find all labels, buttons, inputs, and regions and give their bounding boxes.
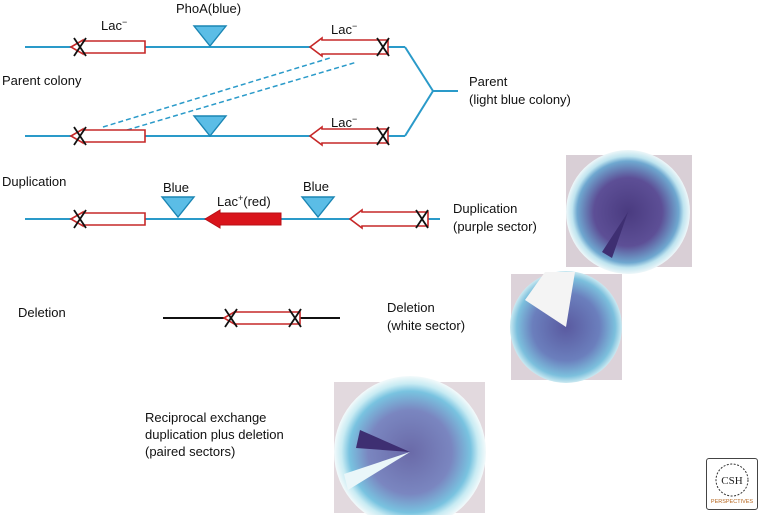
parent-chromosome-top	[25, 25, 434, 92]
colony-photo-reciprocal	[334, 376, 486, 515]
paired-sector-light	[344, 452, 410, 490]
cross-mark-icon	[415, 209, 429, 229]
lac-plus-label: Lac+(red)	[217, 193, 271, 209]
parent-label: Parent (light blue colony)	[469, 74, 571, 107]
lac-minus-arrow-right	[308, 125, 389, 147]
deletion-left-label: Deletion	[18, 305, 66, 320]
lac-minus-label-top-right: Lac−	[331, 21, 358, 37]
lac-plus-arrow	[204, 209, 282, 229]
svg-text:PERSPECTIVES: PERSPECTIVES	[711, 499, 754, 505]
parent-chromosome-bottom	[25, 90, 458, 147]
duplication-left-label: Duplication	[2, 174, 67, 189]
lac-minus-arrow-left	[69, 38, 146, 56]
paired-sector-dark	[356, 430, 410, 452]
lac-minus-arrow-left	[69, 127, 146, 145]
lac-minus-arrow-right	[348, 208, 429, 230]
blue-label-left: Blue	[163, 180, 190, 195]
colony-photo-duplication	[566, 150, 692, 274]
deletion-chromosome	[163, 308, 340, 328]
lac-minus-arrow-left	[69, 210, 146, 228]
cross-mark-icon	[224, 308, 238, 328]
svg-text:CSH: CSH	[721, 475, 742, 487]
blue-label-right: Blue	[303, 179, 330, 194]
cross-mark-icon	[73, 37, 87, 57]
phoa-triangle-icon	[192, 115, 228, 138]
purple-sector	[602, 212, 628, 258]
phoa-triangle-icon	[300, 196, 336, 219]
cross-mark-icon	[376, 126, 390, 146]
cross-mark-icon	[73, 126, 87, 146]
lac-minus-label-top-left: Lac−	[101, 17, 128, 33]
lac-minus-arrow	[222, 309, 301, 327]
lac-minus-label-second: Lac−	[331, 114, 358, 130]
reciprocal-label: Reciprocal exchange duplication plus del…	[145, 410, 284, 459]
duplication-label: Duplication (purple sector)	[453, 201, 537, 234]
lac-minus-arrow-right	[308, 36, 389, 58]
chromosome-branch	[404, 90, 434, 137]
crossover-lines	[102, 57, 358, 131]
colony-photo-deletion	[510, 271, 622, 383]
deletion-label: Deletion (white sector)	[387, 300, 466, 333]
phoa-triangle-icon	[192, 25, 228, 48]
phoa-triangle-icon	[160, 196, 196, 219]
duplication-chromosome	[25, 196, 440, 230]
chromosome-branch	[404, 46, 434, 92]
csh-logo-icon: CSH PERSPECTIVES	[706, 458, 758, 510]
cross-mark-icon	[376, 37, 390, 57]
phoa-label: PhoA(blue)	[176, 1, 242, 16]
cross-mark-icon	[288, 308, 302, 328]
cross-mark-icon	[73, 209, 87, 229]
parent-colony-label: Parent colony	[2, 73, 82, 88]
white-sector	[525, 272, 575, 327]
